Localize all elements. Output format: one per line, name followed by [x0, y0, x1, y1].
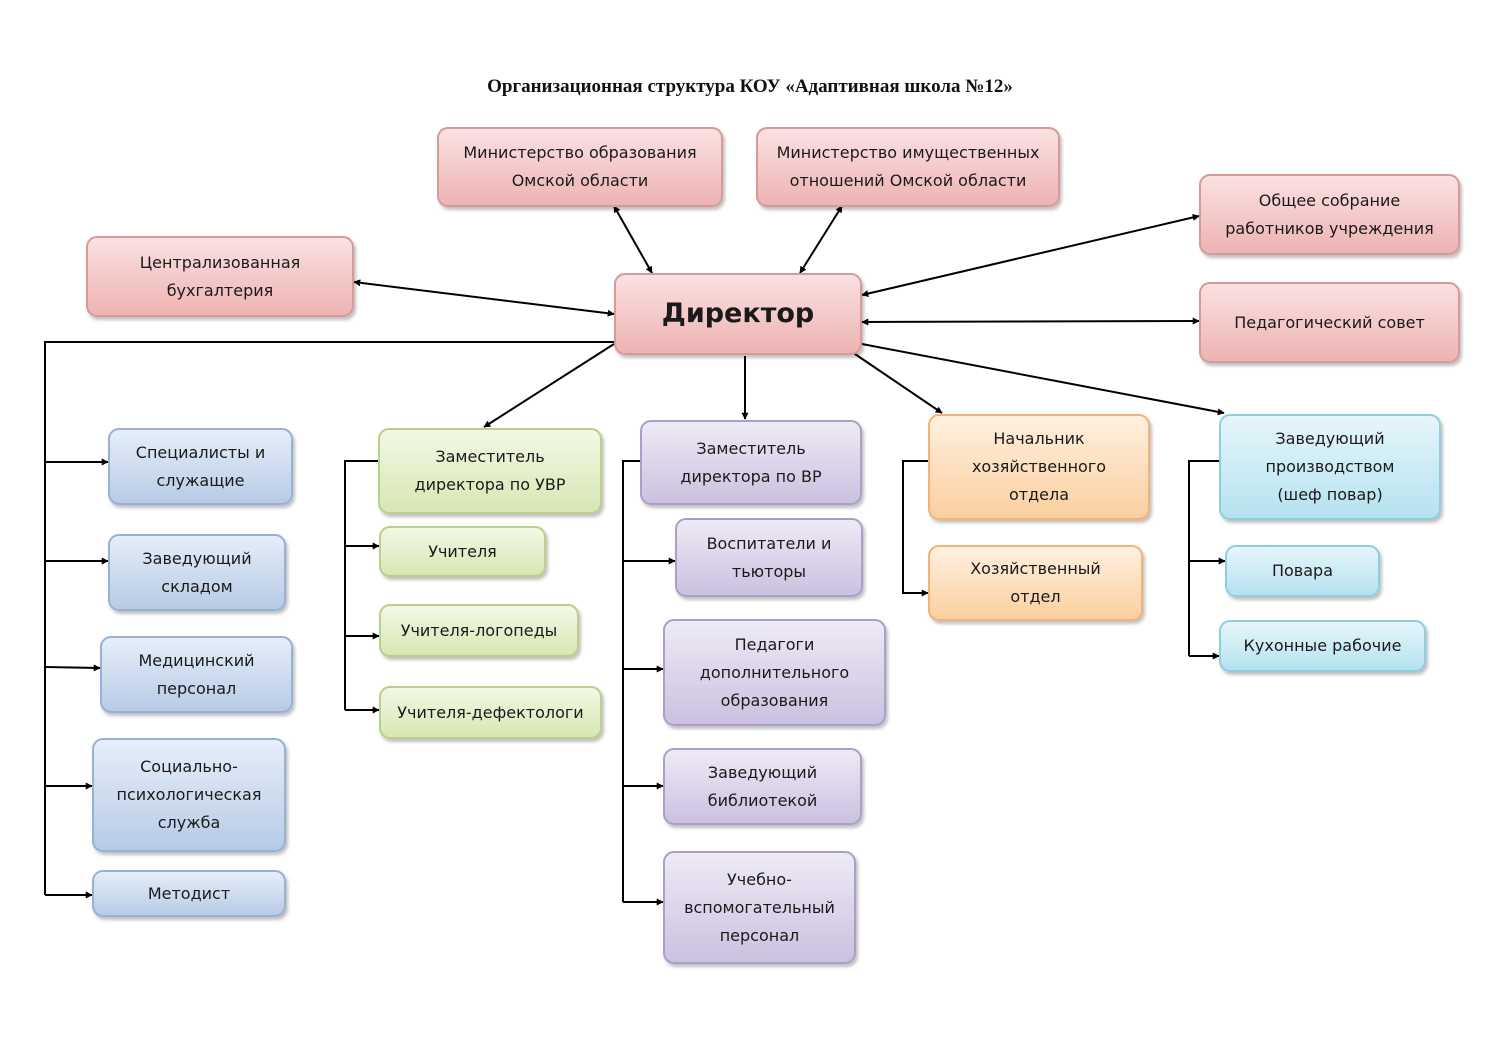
arrow-director-deputy-uvr [483, 343, 615, 428]
node-label: Заведующий складом [142, 548, 252, 596]
node-deputy-vr: Заместитель директора по ВР [640, 420, 862, 505]
node-warehouse: Заведующий складом [108, 534, 286, 611]
node-label: Педагогический совет [1234, 312, 1425, 332]
node-kitchen-workers: Кухонные рабочие [1219, 620, 1426, 672]
vr-bus-line [622, 460, 640, 902]
node-label: Централизованная бухгалтерия [139, 252, 301, 300]
node-defect-teachers: Учителя-дефектологи [379, 686, 602, 739]
node-tutors: Воспитатели и тьюторы [675, 518, 863, 597]
node-methodist: Методист [92, 870, 286, 917]
arrow-to-medical [44, 664, 101, 672]
node-label: Воспитатели и тьюторы [706, 533, 832, 581]
diagram-title: Организационная структура КОУ «Адаптивна… [487, 76, 1013, 97]
node-label: Учителя [428, 541, 497, 561]
chef-bus-line [1188, 460, 1219, 656]
node-label: Заместитель директора по УВР [414, 447, 566, 494]
uvr-bus-line [344, 460, 378, 710]
node-label: Кухонные рабочие [1243, 636, 1402, 655]
node-library: Заведующий библиотекой [663, 748, 862, 825]
node-label: Педагоги дополнительного образования [699, 634, 850, 710]
node-label: Учителя-дефектологи [397, 702, 584, 722]
arrow-director-ped-council [861, 317, 1200, 326]
arrow-director-chef [861, 343, 1225, 416]
node-speech-teachers: Учителя-логопеды [379, 604, 579, 657]
node-label: Хозяйственный отдел [970, 559, 1101, 606]
arrow-director-ministry-property [799, 205, 843, 274]
node-label: Методист [147, 883, 231, 903]
arrow-director-general-meeting [861, 214, 1200, 297]
node-cooks: Повара [1225, 545, 1380, 597]
node-deputy-uvr: Заместитель директора по УВР [378, 428, 602, 514]
arrow-director-ministry-edu [613, 205, 653, 274]
arrow-director-household [851, 351, 943, 414]
node-social-psych: Социально- психологическая служба [92, 738, 286, 852]
node-ministry-property: Министерство имущественных отношений Омс… [756, 127, 1060, 207]
node-label: Учебно- вспомогательный персонал [684, 869, 835, 945]
node-label: Специалисты и служащие [135, 442, 266, 490]
node-household-head: Начальник хозяйственного отдела [928, 414, 1150, 520]
node-support-staff: Учебно- вспомогательный персонал [663, 851, 856, 964]
node-label: Заместитель директора по ВР [680, 438, 822, 486]
node-label: Социально- психологическая служба [116, 757, 262, 832]
node-ministry-education: Министерство образования Омской области [437, 127, 723, 207]
node-specialists: Специалисты и служащие [108, 428, 293, 505]
node-teachers: Учителя [379, 526, 546, 577]
node-add-education: Педагоги дополнительного образования [663, 619, 886, 726]
node-label: Заведующий производством (шеф повар) [1265, 429, 1395, 504]
node-label: Повара [1271, 561, 1333, 580]
node-ped-council: Педагогический совет [1199, 282, 1460, 363]
household-bus-line [902, 460, 929, 597]
arrow-director-accounting [353, 279, 615, 317]
node-label: Заведующий библиотекой [707, 762, 818, 810]
node-household-dept: Хозяйственный отдел [928, 545, 1143, 621]
node-label: Общее собрание работников учреждения [1225, 190, 1434, 238]
left-bus-line [44, 341, 614, 895]
node-medical: Медицинский персонал [100, 636, 293, 713]
node-accounting: Централизованная бухгалтерия [86, 236, 354, 317]
node-label: Министерство имущественных отношений Омс… [776, 143, 1040, 190]
node-label: Учителя-логопеды [400, 620, 558, 640]
node-chef: Заведующий производством (шеф повар) [1219, 414, 1441, 520]
node-label: Медицинский персонал [138, 650, 255, 698]
node-label: Министерство образования Омской области [463, 143, 697, 190]
node-director: Директор [614, 273, 862, 355]
node-general-meeting: Общее собрание работников учреждения [1199, 174, 1460, 255]
node-label: Начальник хозяйственного отдела [971, 429, 1107, 504]
node-label: Директор [661, 298, 815, 329]
